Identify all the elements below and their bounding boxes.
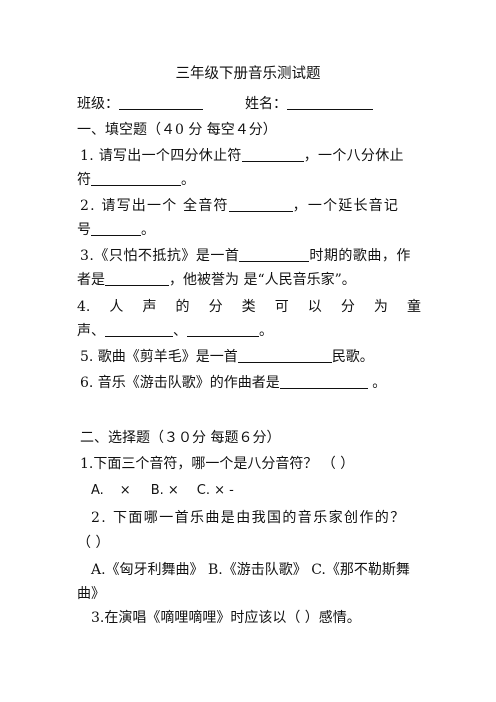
fill-question-1-cont: 符。 bbox=[77, 171, 195, 188]
q5-blank[interactable] bbox=[237, 348, 332, 363]
choice-question-1: 1.下面三个音符，哪一个是八分音符？ （ ） bbox=[80, 456, 355, 472]
fill-question-6: 6. 音乐《游击队歌》的作曲者是 。 bbox=[80, 374, 387, 391]
q1-blank-quarter-rest[interactable] bbox=[241, 147, 304, 162]
q2-blank-fermata[interactable] bbox=[91, 221, 141, 236]
option-c[interactable]: C. × - bbox=[196, 483, 234, 498]
fill-question-2-cont: 号。 bbox=[77, 221, 155, 238]
choice-question-1-options: A. × B. × C. × - bbox=[91, 481, 491, 501]
q3-blank-composer[interactable] bbox=[105, 271, 169, 286]
fill-question-1: 1. 请写出一个四分休止符，一个八分休止 bbox=[80, 147, 404, 164]
choice-question-2: 2. 下面哪一首乐曲是由我国的音乐家创作的？ bbox=[91, 510, 406, 526]
name-label: 姓名： bbox=[245, 96, 287, 112]
fill-question-5: 5. 歌曲《剪羊毛》是一首民歌。 bbox=[80, 348, 374, 365]
class-blank[interactable] bbox=[119, 95, 203, 110]
name-blank[interactable] bbox=[287, 95, 373, 110]
section2-heading: 二、选择题（３０分 每题６分） bbox=[80, 430, 281, 446]
page-title: 三年级下册音乐测试题 bbox=[175, 66, 321, 82]
option-a-symbol: × bbox=[119, 483, 131, 498]
q4-blank-1[interactable] bbox=[105, 322, 173, 337]
q3-blank-period[interactable] bbox=[239, 247, 310, 262]
fill-question-3: 3.《只怕不抵抗》是一首时期的歌曲，作 bbox=[80, 247, 411, 264]
q2-blank-whole-note[interactable] bbox=[228, 197, 293, 212]
fill-question-3-cont: 者是，他被誉为 是“人民音乐家”。 bbox=[77, 271, 356, 288]
fill-question-4-cont: 声、、。 bbox=[77, 322, 273, 339]
student-info-row: 班级： 姓名： bbox=[77, 94, 496, 114]
q6-blank[interactable] bbox=[279, 374, 368, 389]
option-b[interactable]: B. × bbox=[150, 483, 179, 498]
choice-question-2-options[interactable]: A.《匈牙利舞曲》 B.《游击队歌》 C.《那不勒斯舞 bbox=[91, 562, 410, 578]
option-a[interactable]: A. bbox=[91, 483, 104, 498]
fill-question-2: 2. 请写出一个 全音符，一个延长音记 bbox=[80, 197, 400, 214]
choice-question-3: 3.在演唱《嘀哩嘀哩》时应该以（ ）感情。 bbox=[91, 610, 361, 626]
q4-blank-2[interactable] bbox=[187, 322, 259, 337]
class-label: 班级： bbox=[77, 96, 119, 112]
section1-heading: 一、填空题（４0 分 每空４分） bbox=[77, 122, 277, 138]
choice-question-2-options-cont: 曲》 bbox=[77, 586, 105, 602]
q1-blank-eighth-rest[interactable] bbox=[91, 171, 181, 186]
fill-question-4: 4. 人 声 的 分 类 可 以 分 为 童 bbox=[77, 299, 421, 315]
choice-question-2-bracket: （ ） bbox=[77, 535, 110, 551]
